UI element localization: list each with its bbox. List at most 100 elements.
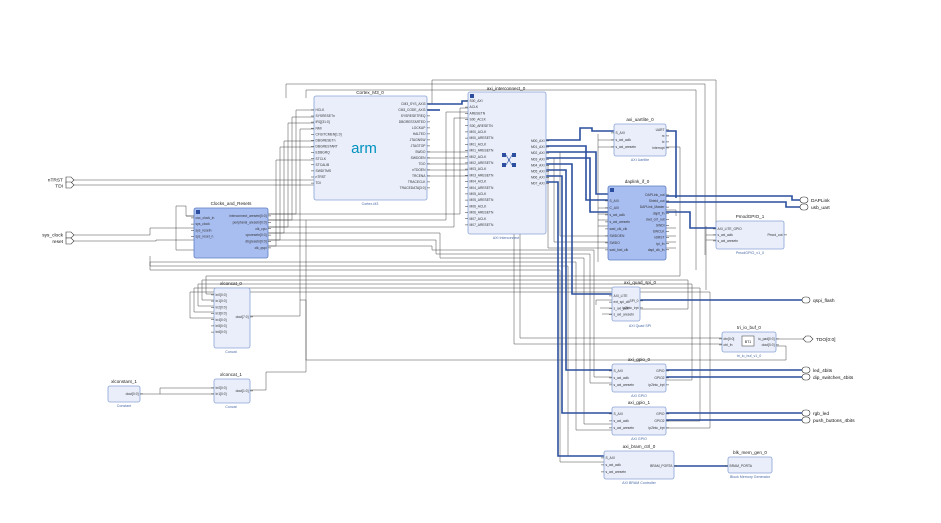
block-title: Clocks_and_Resets xyxy=(211,201,253,206)
pin-label: UART xyxy=(656,128,665,132)
pin-label: M07_ACLK xyxy=(470,217,488,221)
block-clocks-and-resets[interactable]: Clocks_and_Resets osc_clock_insys_clocks… xyxy=(191,201,271,259)
block-tri-io-buf[interactable]: tri_io_buf_0 BT1 din[0:0]ctrl_fn io_pad[… xyxy=(719,325,779,358)
pin-label: In1[0:0] xyxy=(216,392,227,396)
block-title: blk_mem_gen_0 xyxy=(733,450,767,455)
port-label: reset xyxy=(52,239,63,245)
pin-label: M05_AXI xyxy=(531,170,545,174)
expand-icon[interactable] xyxy=(196,210,200,214)
pin-label: CM3_CODE_AXI3 xyxy=(398,108,425,112)
pin-label: SYSRESETn xyxy=(316,114,336,118)
block-title: tri_io_buf_0 xyxy=(737,325,761,330)
pin-label: SWDITMS xyxy=(316,169,332,173)
block-xlconstant-1[interactable]: xlconstant_1 dout[0:0] Constant xyxy=(107,379,143,408)
port-reset[interactable]: reset xyxy=(52,237,75,245)
pin-label: M00_ARESETN xyxy=(470,136,494,140)
pin-label: s_axi_aresetn xyxy=(616,145,637,149)
block-axi-gpio-0[interactable]: axi_gpio_0 S_AXIs_axi_aclks_axi_aresetn … xyxy=(609,357,669,398)
pin-label: M03_ARESETN xyxy=(470,173,494,177)
pin-label: cpuresetn[0:0] xyxy=(246,233,267,237)
pin-label: ip2intc_irpt xyxy=(649,426,665,430)
block-body xyxy=(611,286,641,322)
bus-m04-qspi xyxy=(546,163,612,295)
pin-label: dout[1:0] xyxy=(236,389,249,393)
block-subtitle: PmodGPIO_v1_0 xyxy=(736,251,764,255)
block-title: xlconcat_0 xyxy=(220,281,242,286)
pin-label: din[0:0] xyxy=(724,337,735,341)
block-axi-interconnect[interactable]: axi_interconnect_0 S00_AXIACLKARESETNS00… xyxy=(465,86,549,240)
pin-label: s_axi_aclk xyxy=(614,306,630,310)
port-tdo[interactable]: TDO[0:0] xyxy=(802,335,835,343)
interface-port-icon xyxy=(801,373,811,381)
daplink-right-pins: DAPLink_outShield_outDAPLink_Masterdaplt… xyxy=(640,193,669,252)
block-cortex-m3[interactable]: Cortex_M3_0 arm HCLKSYSRESETnIRQ[31:0]NM… xyxy=(311,90,430,206)
pin-label: swd_clk_clk xyxy=(610,227,628,231)
pin-label: clk_qspi xyxy=(255,246,267,250)
block-xlconcat-1[interactable]: xlconcat_1 In0[0:0]In1[0:0] dout[1:0] Co… xyxy=(211,372,253,409)
pin-label: SWDOEN xyxy=(411,156,426,160)
pin-label: M03_AXI xyxy=(531,157,545,161)
interface-port-icon xyxy=(801,296,811,304)
block-subtitle: AXI Quad SPI xyxy=(629,324,651,328)
block-subtitle: Cortex-M3 xyxy=(362,202,379,206)
pin-label: SWDI xyxy=(656,224,665,228)
arm-logo: arm xyxy=(351,140,377,157)
pin-label: HALTED xyxy=(413,132,426,136)
pin-label: JTAGNSW xyxy=(410,138,427,142)
pin-label: daplt_fn xyxy=(653,211,665,215)
bus-uart xyxy=(666,130,677,198)
pin-label: ctrl_fn xyxy=(724,343,733,347)
port-sys-clock[interactable]: sys_clock xyxy=(42,231,75,239)
port-daplink[interactable]: DAPLink xyxy=(799,196,830,204)
pin-label: M02_ARESETN xyxy=(470,161,494,165)
block-blk-mem-gen[interactable]: blk_mem_gen_0 BRAM_PORTA Block Memory Ge… xyxy=(725,450,773,479)
concat1-right-pins: dout[1:0] xyxy=(236,389,253,393)
pin-label: ext_spi_clk xyxy=(614,300,631,304)
cortex-right-pins: CM3_SYS_AXI3CM3_CODE_AXI3SYSRESETREQDBGR… xyxy=(398,102,430,190)
pin-label: M04_ACLK xyxy=(470,180,488,184)
block-axi-uartlite[interactable]: axi_uartlite_0 S_AXIs_axi_aclks_axi_ares… xyxy=(611,117,669,162)
pin-label: AXI_LITE xyxy=(614,294,629,298)
port-label: TDO[0:0] xyxy=(816,337,835,343)
expand-icon[interactable] xyxy=(610,188,614,192)
cortex-left-pins: HCLKSYSRESETnIRQ[31:0]NMICFGITCMEN[1:0]D… xyxy=(311,108,342,185)
pin-label: s_axi_aclk xyxy=(718,233,734,237)
block-subtitle: AXI GPIO xyxy=(631,394,647,398)
collapse-icon[interactable] xyxy=(470,94,474,98)
port-push-buttons[interactable]: push_buttons_4bits xyxy=(801,416,855,424)
pin-label: In2[0:0] xyxy=(216,305,227,309)
block-daplink-if[interactable]: daplink_if_0 S_AXIC_AXIs_axi_aclks_axi_a… xyxy=(605,179,669,261)
block-axi-gpio-1[interactable]: axi_gpio_1 S_AXIs_axi_aclks_axi_aresetn … xyxy=(609,400,669,441)
block-title: axi_uartlite_0 xyxy=(626,117,654,122)
pin-label: s_axi_aresetn xyxy=(614,383,635,387)
port-rgb-led[interactable]: rgb_led xyxy=(801,409,829,417)
port-led-4bits[interactable]: led_4bits xyxy=(801,366,833,374)
port-qspi-flash[interactable]: qspi_flash xyxy=(801,296,835,304)
ports-right: DAPLink usb_uart qspi_flash TDO[0:0] led… xyxy=(799,196,855,424)
pin-label: DBGRESETn xyxy=(316,139,336,143)
pin-label: sys_clock xyxy=(196,222,211,226)
interface-port-icon xyxy=(801,409,811,417)
port-usb-uart[interactable]: usb_uart xyxy=(799,203,830,211)
pin-label: GPIO2 xyxy=(654,376,664,380)
clocks-right-pins: interconnect_aresetn[0:0]peripheral_ares… xyxy=(229,214,271,250)
block-axi-quad-spi[interactable]: axi_quad_spi_0 AXI_LITEext_spi_clks_axi_… xyxy=(609,280,657,328)
port-tdi[interactable]: TDI xyxy=(55,181,75,190)
block-axi-bram-ctrl[interactable]: axi_bram_ctrl_0 S_AXIs_axi_aclks_axi_are… xyxy=(601,444,677,485)
constant-right-pins: dout[0:0] xyxy=(126,392,143,396)
block-pmod-gpio[interactable]: PmodGPIO_1 AXI_LITE_GPIOs_axi_aclks_axi_… xyxy=(713,214,787,255)
pin-label: M06_AXI xyxy=(531,176,545,180)
ports-left: nTRST TDI sys_clock reset xyxy=(42,176,75,245)
block-xlconcat-0[interactable]: xlconcat_0 In0[0:0]In1[0:0]In2[0:0]In3[0… xyxy=(211,281,253,354)
port-dip-switches[interactable]: dip_switches_4bits xyxy=(801,373,854,381)
pin-label: ARESETN xyxy=(470,111,486,115)
pin-label: M07_ARESETN xyxy=(470,223,494,227)
